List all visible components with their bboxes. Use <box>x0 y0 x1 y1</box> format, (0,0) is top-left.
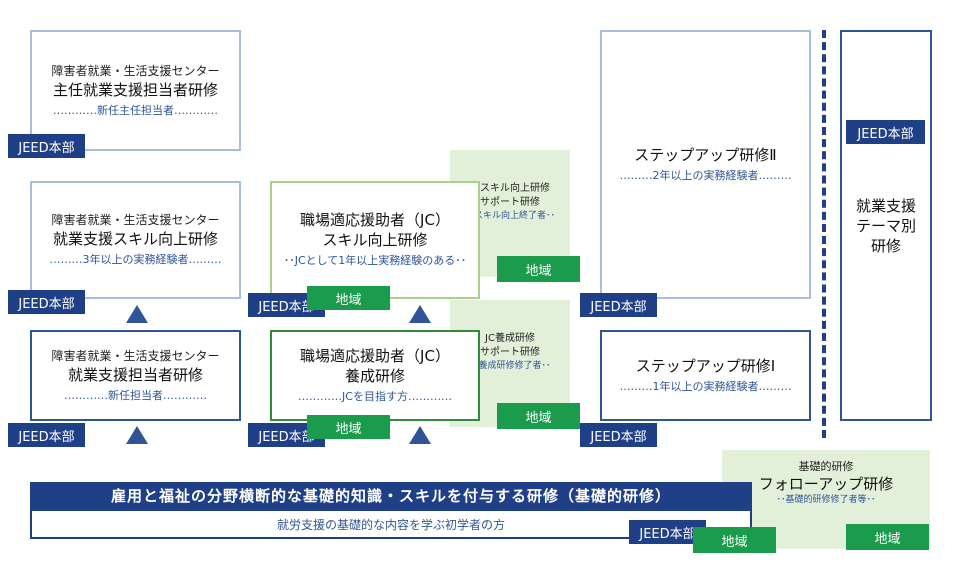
support-line1: 基礎的研修 <box>798 460 854 473</box>
box-skill-training: 障害者就業・生活支援センター 就業支援スキル向上研修 ………3年以上の実務経験者… <box>30 181 241 299</box>
box-note: …………JCを目指す方………… <box>298 389 452 403</box>
support-line2: サポート研修 <box>480 347 540 358</box>
box-line1: 障害者就業・生活支援センター <box>51 348 220 363</box>
support-line2: フォローアップ研修 <box>758 475 894 493</box>
jeed-tag: JEED本部 <box>846 120 925 144</box>
box-theme-training: 就業支援 テーマ別 研修 <box>840 30 932 421</box>
box-line1: ステップアップ研修Ⅰ <box>635 356 776 375</box>
box-line2: スキル向上研修 <box>322 231 428 249</box>
box-line1: 障害者就業・生活支援センター <box>51 213 220 227</box>
region-tag: 地域 <box>693 527 776 553</box>
box-stepup-1: ステップアップ研修Ⅰ ………1年以上の実務経験者……… <box>600 330 811 421</box>
box-note: …………新任担当者………… <box>64 388 207 402</box>
box-line2: 養成研修 <box>344 366 405 385</box>
arrow-up-icon <box>409 426 431 444</box>
jeed-tag: JEED本部 <box>8 134 85 158</box>
support-note: ･･基礎的研修修了者等･･ <box>776 495 876 505</box>
box-line1: ステップアップ研修Ⅱ <box>634 145 777 164</box>
box-basic-training: 障害者就業・生活支援センター 就業支援担当者研修 …………新任担当者………… <box>30 330 241 421</box>
jeed-tag: JEED本部 <box>580 293 657 317</box>
box-line1: 職場適応援助者（JC） <box>300 211 450 229</box>
support-line1: JC養成研修 <box>485 333 535 344</box>
box-manager-training: 障害者就業・生活支援センター 主任就業支援担当者研修 …………新任主任担当者……… <box>30 30 241 151</box>
box-note: ………1年以上の実務経験者……… <box>619 379 792 393</box>
region-tag: 地域 <box>846 524 929 550</box>
basic-training-banner: 雇用と福祉の分野横断的な基礎的知識・スキルを付与する研修（基礎的研修） <box>30 482 752 509</box>
box-note: …………新任主任担当者………… <box>53 103 218 117</box>
box-line1: 職場適応援助者（JC） <box>300 346 450 365</box>
region-tag: 地域 <box>307 415 390 439</box>
box-stepup-2: ステップアップ研修Ⅱ ………2年以上の実務経験者……… <box>600 30 811 299</box>
divider-line <box>822 30 826 438</box>
box-line2: 主任就業支援担当者研修 <box>52 80 218 99</box>
region-tag: 地域 <box>497 403 580 429</box>
theme-line: テーマ別 <box>855 216 916 235</box>
region-tag: 地域 <box>307 286 390 310</box>
arrow-up-icon <box>126 426 148 444</box>
box-line2: 就業支援担当者研修 <box>67 365 203 384</box>
theme-line: 就業支援 <box>855 196 916 215</box>
jeed-tag: JEED本部 <box>8 290 85 314</box>
box-jc-skill-training: 職場適応援助者（JC） スキル向上研修 ･･JCとして1年以上実務経験のある･･ <box>270 181 480 299</box>
support-note: ･･養成研修修了者･･ <box>469 361 551 371</box>
jeed-tag: JEED本部 <box>580 423 657 447</box>
arrow-up-icon <box>126 305 148 323</box>
box-line2: 就業支援スキル向上研修 <box>52 230 218 248</box>
box-note: ………3年以上の実務経験者……… <box>49 253 222 266</box>
support-line2: サポート研修 <box>480 197 540 208</box>
box-line1: 障害者就業・生活支援センター <box>51 63 220 78</box>
theme-line: 研修 <box>870 236 901 255</box>
support-line1: JCスキル向上研修 <box>470 183 550 194</box>
support-note: ･･スキル向上終了者･･ <box>464 211 555 221</box>
region-tag: 地域 <box>497 256 580 282</box>
jeed-tag: JEED本部 <box>8 423 85 447</box>
arrow-up-icon <box>409 305 431 323</box>
box-note: ･･JCとして1年以上実務経験のある･･ <box>283 254 467 267</box>
box-jc-training: 職場適応援助者（JC） 養成研修 …………JCを目指す方………… <box>270 330 480 421</box>
box-note: ………2年以上の実務経験者……… <box>619 168 792 182</box>
